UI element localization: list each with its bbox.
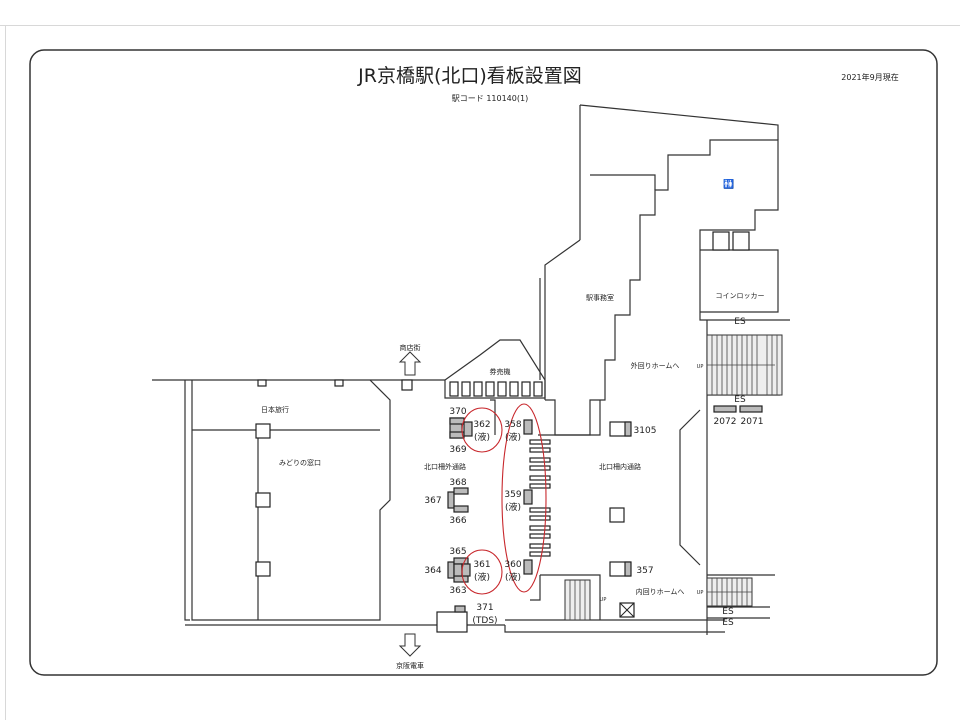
sign-370: 370 bbox=[449, 407, 466, 417]
pillars bbox=[255, 379, 635, 618]
sign-3105: 3105 bbox=[634, 426, 657, 436]
sign-363: 363 bbox=[449, 586, 466, 596]
ticket-machines bbox=[449, 381, 543, 397]
stairs-inner bbox=[706, 577, 753, 607]
page-title: JR京橋駅(北口)看板設置図 bbox=[357, 65, 582, 87]
label-station-office: 駅事務室 bbox=[586, 293, 614, 302]
sign-367: 367 bbox=[424, 496, 441, 506]
sign-361-liquid: (液) bbox=[474, 571, 490, 583]
highlight-361 bbox=[461, 549, 503, 595]
label-up-3: UP bbox=[600, 597, 607, 603]
sign-2072: 2072 bbox=[714, 417, 737, 427]
label-es-3: ES bbox=[722, 607, 734, 617]
sign-369: 369 bbox=[449, 445, 466, 455]
label-ticket-machines: 券売機 bbox=[490, 367, 511, 376]
page-left-border bbox=[5, 25, 6, 720]
sign-362-liquid: (液) bbox=[474, 431, 490, 443]
sign-358-liquid: (液) bbox=[505, 431, 521, 443]
label-es-2: ES bbox=[734, 395, 746, 405]
label-inner-platform: 内回りホームへ bbox=[636, 587, 685, 596]
label-es-4: ES bbox=[722, 618, 734, 628]
sign-368: 368 bbox=[449, 478, 466, 488]
sign-360: 360 bbox=[504, 560, 521, 570]
sign-371-tds: (TDS) bbox=[472, 616, 497, 626]
stairs-bottom bbox=[564, 579, 591, 621]
label-nippon-travel: 日本旅行 bbox=[261, 405, 289, 414]
sign-359: 359 bbox=[504, 490, 521, 500]
label-keihan: 京阪電車 bbox=[396, 661, 424, 670]
label-outer-platform: 外回りホームへ bbox=[631, 361, 680, 370]
arrow-up-icon bbox=[398, 351, 422, 376]
sign-371: 371 bbox=[476, 603, 493, 613]
sign-365: 365 bbox=[449, 547, 466, 557]
label-es-1: ES bbox=[734, 317, 746, 327]
label-up-2: UP bbox=[697, 590, 704, 596]
label-midori: みどりの窓口 bbox=[279, 458, 321, 467]
sign-357: 357 bbox=[636, 566, 653, 576]
sign-labels: 370 362 (液) 369 368 367 366 365 364 361 … bbox=[424, 407, 763, 626]
station-code: 駅コード 110140(1) bbox=[452, 94, 528, 103]
stairs-outer bbox=[706, 334, 783, 396]
ticket-gates bbox=[529, 439, 551, 557]
sign-358: 358 bbox=[504, 420, 521, 430]
label-inside-passage: 北口柵内通路 bbox=[599, 462, 641, 471]
sign-2071: 2071 bbox=[741, 417, 764, 427]
page-top-border bbox=[0, 25, 960, 26]
sign-359-liquid: (液) bbox=[505, 501, 521, 513]
sign-366: 366 bbox=[449, 516, 466, 526]
highlight-gate-signs bbox=[501, 403, 547, 593]
walls: 🚻 bbox=[152, 104, 790, 635]
sign-markers bbox=[436, 405, 763, 633]
sign-364: 364 bbox=[424, 566, 441, 576]
restroom-icon: 🚻 bbox=[723, 178, 734, 190]
highlight-362 bbox=[461, 407, 503, 453]
sign-361: 361 bbox=[473, 560, 490, 570]
label-coin-locker: コインロッカー bbox=[716, 292, 765, 300]
date-label: 2021年9月現在 bbox=[841, 72, 898, 82]
label-shopping-street: 商店街 bbox=[400, 343, 421, 352]
arrow-down-icon bbox=[398, 633, 422, 657]
label-up-1: UP bbox=[697, 364, 704, 370]
frame bbox=[29, 49, 938, 676]
label-outside-passage: 北口柵外通路 bbox=[424, 462, 466, 471]
sign-362: 362 bbox=[473, 420, 490, 430]
sign-360-liquid: (液) bbox=[505, 571, 521, 583]
